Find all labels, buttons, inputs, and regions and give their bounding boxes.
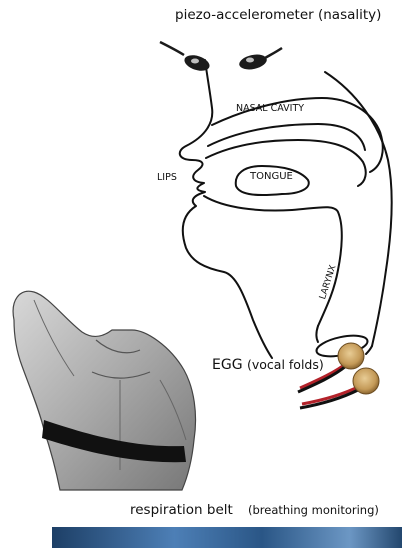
egg-label-main: EGG xyxy=(212,357,247,373)
larynx-tube-left xyxy=(317,326,319,342)
oral-floor xyxy=(204,196,342,326)
respiration-belt-label: respiration belt xyxy=(130,504,233,518)
piezo-sensor-right xyxy=(238,48,282,72)
torso-figure xyxy=(13,291,195,490)
bottom-strip xyxy=(52,527,402,548)
nasal-cavity-label: NASAL CAVITY xyxy=(236,104,304,114)
piezo-accelerometer-label: piezo-accelerometer (nasality) xyxy=(175,9,381,23)
egg-label: EGG (vocal folds) xyxy=(212,358,324,372)
respiration-belt-sublabel: (breathing monitoring) xyxy=(248,505,379,517)
lips-label: LIPS xyxy=(157,173,177,183)
egg-electrode-bottom xyxy=(300,368,379,408)
piezo-sensor-left xyxy=(160,42,212,74)
tongue-label: TONGUE xyxy=(250,172,293,182)
pharynx-back-upper xyxy=(325,72,392,270)
pharynx-back-lower xyxy=(372,270,386,346)
egg-label-sub: (vocal folds) xyxy=(247,357,324,372)
larynx-tube-right xyxy=(366,346,372,354)
